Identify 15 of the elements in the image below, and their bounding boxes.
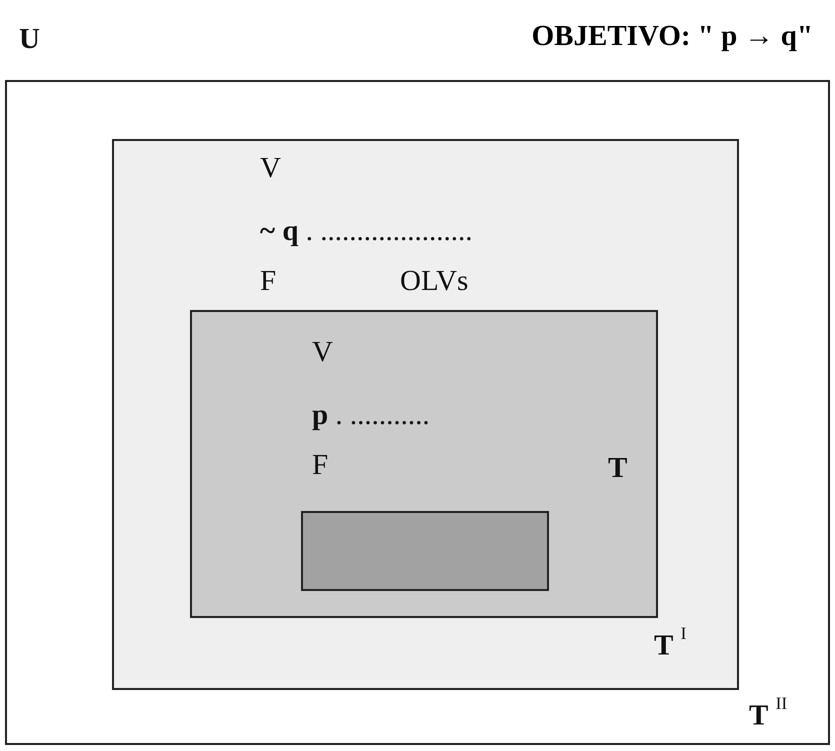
- diagram-title: OBJETIVO: " p → q": [532, 20, 813, 53]
- set-label: T $^{I}$: [654, 624, 686, 663]
- set-label: T: [608, 453, 628, 485]
- empty-box: [301, 511, 549, 591]
- set-label: ~ q . .....................: [260, 216, 472, 248]
- set-label: V: [312, 337, 333, 369]
- set-label: U: [19, 24, 40, 56]
- set-label: T $^{II}$: [749, 694, 788, 733]
- set-label: p . ...........: [312, 400, 430, 432]
- set-label: OLVs: [400, 266, 468, 298]
- set-label: V: [260, 153, 281, 185]
- set-label: F: [312, 450, 328, 482]
- set-box: [190, 310, 658, 618]
- set-box: [112, 139, 739, 690]
- set-label: F: [260, 266, 276, 298]
